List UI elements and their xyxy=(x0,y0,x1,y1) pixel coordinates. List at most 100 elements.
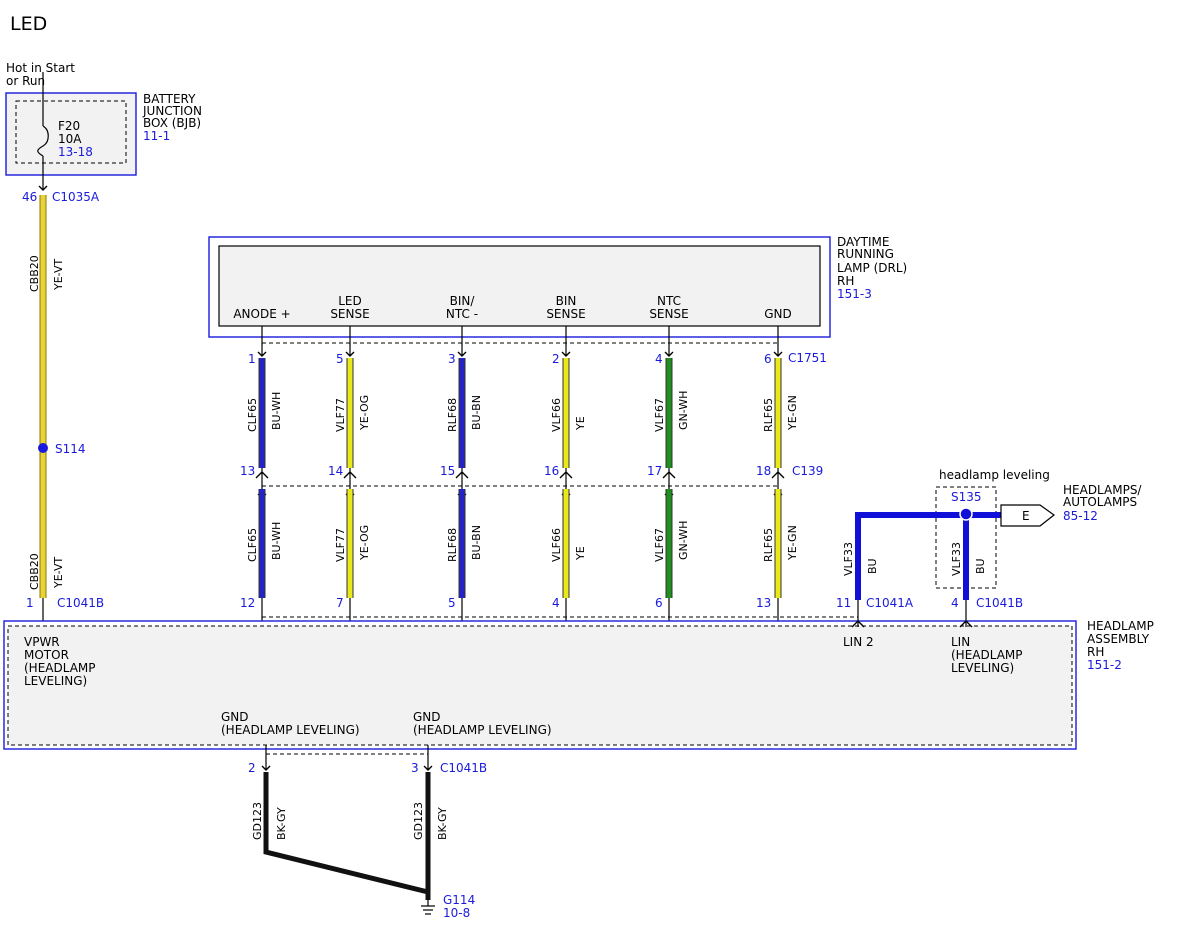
wire-circuit-lower-vlf77: VLF77 xyxy=(334,528,347,562)
connector-c1041b-lin[interactable]: C1041B xyxy=(976,596,1023,610)
splice-s114-label[interactable]: S114 xyxy=(55,442,86,456)
fuse-rating: 10A xyxy=(58,132,82,146)
pin-mid-vlf66: 16 xyxy=(544,464,559,478)
wire-gd123[interactable] xyxy=(263,772,431,900)
pin-arrow-lin xyxy=(959,620,973,628)
wire-circuit-cbb20-upper: CBB20 xyxy=(28,255,41,292)
wire-color-upper-vlf67: GN-WH xyxy=(677,391,690,430)
gnd2-label-2: (HEADLAMP LEVELING) xyxy=(413,723,552,737)
connector-c139[interactable]: C139 xyxy=(792,464,823,478)
pin-bot-vlf66: 4 xyxy=(552,596,560,610)
pin-arrow-mid-vlf77 xyxy=(343,471,357,479)
pin-bot-clf65: 12 xyxy=(240,596,255,610)
pin-mid-rlf68: 15 xyxy=(440,464,455,478)
pin-top-rlf68: 3 xyxy=(448,352,456,366)
bjb-label-3: BOX (BJB) xyxy=(143,116,201,130)
headlamp-label-1: HEADLAMP xyxy=(1087,619,1154,633)
fuse-icon xyxy=(37,125,49,157)
drl-pin-label-2-vlf77: SENSE xyxy=(330,307,369,321)
headlamp-label-2: ASSEMBLY xyxy=(1087,632,1150,646)
lin-hl-label-3: LEVELING) xyxy=(951,661,1014,675)
drl-pin-label-vlf77: LED xyxy=(338,294,362,308)
wire-color-lower-rlf65: YE-GN xyxy=(786,525,799,561)
headlamp-leveling-label: headlamp leveling xyxy=(939,468,1050,482)
wire-color-lower-vlf66: YE xyxy=(574,546,587,561)
gnd-connector-c1041b[interactable]: C1041B xyxy=(440,761,487,775)
wire-vlf33-a[interactable] xyxy=(855,512,1001,600)
drl-pin-label-2-rlf68: NTC - xyxy=(446,307,478,321)
connector-c1041a[interactable]: C1041A xyxy=(866,596,914,610)
pin-top-vlf66: 2 xyxy=(552,352,560,366)
splice-s135-label[interactable]: S135 xyxy=(951,490,982,504)
wire-circuit-vlf33-a: VLF33 xyxy=(842,542,855,576)
wire-circuit-lower-rlf65: RLF65 xyxy=(762,528,775,562)
lin-dest-ref-link[interactable]: 85-12 xyxy=(1063,509,1098,523)
ground-ref-link[interactable]: 10-8 xyxy=(443,906,470,920)
splice-s135 xyxy=(959,507,973,521)
wire-color-gd123-2: BK-GY xyxy=(436,807,449,840)
wire-circuit-upper-vlf77: VLF77 xyxy=(334,398,347,432)
pin-bot-vlf67: 6 xyxy=(655,596,663,610)
pin-top-vlf77: 5 xyxy=(336,352,344,366)
drl-pin-label-rlf68: BIN/ xyxy=(450,294,476,308)
pin-bot-vlf77: 7 xyxy=(336,596,344,610)
gnd-pin-3: 3 xyxy=(411,761,419,775)
vpwr-label-4: LEVELING) xyxy=(24,674,87,688)
gnd1-label-1: GND xyxy=(221,710,249,724)
drl-pin-label-2-vlf66: SENSE xyxy=(546,307,585,321)
pin-arrow-mid-vlf66 xyxy=(559,471,573,479)
drl-label-1: DAYTIME xyxy=(837,235,889,249)
pin-arrow-mid-rlf68 xyxy=(455,471,469,479)
wire-circuit-vlf33-b: VLF33 xyxy=(950,542,963,576)
headlamp-label-3: RH xyxy=(1087,645,1104,659)
drl-pin-label-2-vlf67: SENSE xyxy=(649,307,688,321)
wire-circuit-lower-clf65: CLF65 xyxy=(246,528,259,562)
vpwr-label-3: (HEADLAMP xyxy=(24,661,96,675)
drl-label-4: RH xyxy=(837,274,854,288)
bjb-ref-link[interactable]: 11-1 xyxy=(143,129,170,143)
wire-color-cbb20-upper: YE-VT xyxy=(52,258,65,291)
lin-dest-label-2: AUTOLAMPS xyxy=(1063,495,1137,509)
bjb-box xyxy=(5,92,137,176)
connector-c1751[interactable]: C1751 xyxy=(788,351,827,365)
wire-color-lower-rlf68: BU-BN xyxy=(470,525,483,560)
wire-circuit-upper-clf65: CLF65 xyxy=(246,398,259,432)
drl-pin-label-vlf67: NTC xyxy=(657,294,681,308)
headlamp-inner-box xyxy=(7,625,1073,746)
bjb-label-1: BATTERY xyxy=(143,92,196,106)
wire-circuit-upper-rlf65: RLF65 xyxy=(762,398,775,432)
drl-pin-label-2-clf65: ANODE + xyxy=(233,307,290,321)
wire-color-upper-vlf77: YE-OG xyxy=(358,395,371,431)
gnd1-label-2: (HEADLAMP LEVELING) xyxy=(221,723,360,737)
bjb-inner-box xyxy=(15,100,127,164)
fuse-ref-link[interactable]: 13-18 xyxy=(58,145,93,159)
ground-point-g114[interactable]: G114 xyxy=(443,893,475,907)
vpwr-label-1: VPWR xyxy=(24,635,60,649)
splice-s114 xyxy=(38,443,48,453)
pin-top-clf65: 1 xyxy=(248,352,256,366)
fuse-name: F20 xyxy=(58,119,80,133)
wire-color-cbb20-lower: YE-VT xyxy=(52,556,65,589)
connector-c1041b-power[interactable]: C1041B xyxy=(57,596,104,610)
pin-mid-rlf65: 18 xyxy=(756,464,771,478)
drl-pin-label-vlf66: BIN xyxy=(556,294,577,308)
wire-circuit-gd123-1: GD123 xyxy=(251,802,264,840)
pin-11-c1041a: 11 xyxy=(836,596,851,610)
wire-color-upper-rlf65: YE-GN xyxy=(786,395,799,431)
wire-circuit-lower-vlf66: VLF66 xyxy=(550,528,563,562)
pin-mid-vlf77: 14 xyxy=(328,464,343,478)
wire-color-upper-vlf66: YE xyxy=(574,416,587,431)
pin-1-c1041b: 1 xyxy=(26,596,34,610)
wire-circuit-upper-vlf67: VLF67 xyxy=(653,398,666,432)
pin-mid-vlf67: 17 xyxy=(647,464,662,478)
lin-hl-label-lin2: LIN 2 xyxy=(843,635,874,649)
headlamp-ref-link[interactable]: 151-2 xyxy=(1087,658,1122,672)
lin-hl-label-2: (HEADLAMP xyxy=(951,648,1023,662)
offpage-connector-e[interactable] xyxy=(1000,504,1056,527)
pin-bot-rlf65: 13 xyxy=(756,596,771,610)
connector-c1035a[interactable]: C1035A xyxy=(52,190,100,204)
pin-arrow-mid-clf65 xyxy=(255,471,269,479)
drl-ref-link[interactable]: 151-3 xyxy=(837,287,872,301)
ground-icon xyxy=(421,900,435,915)
